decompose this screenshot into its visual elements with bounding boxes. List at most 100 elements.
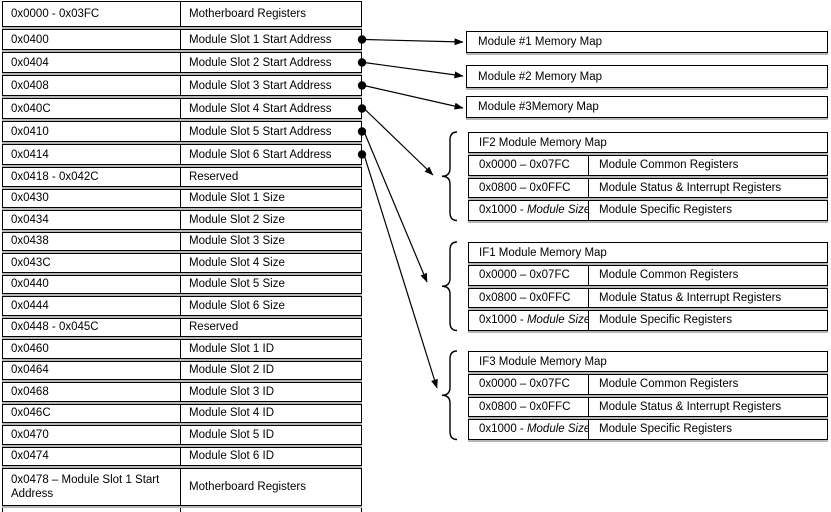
if-row-address: 0x0000 – 0x07FC: [469, 266, 589, 285]
register-row: 0x0464 Module Slot 2 ID: [2, 360, 362, 380]
module-memory-map-label: Module #2 Memory Map: [478, 70, 602, 83]
if-row-description: Module Specific Registers: [599, 204, 732, 217]
if-row-address: 0x1000 - Module Size: [469, 311, 589, 330]
if-row-address: 0x1000 - Module Size: [469, 420, 589, 439]
register-address: 0x0444: [3, 297, 181, 315]
if-row-description: Module Specific Registers: [599, 314, 732, 327]
if-row-description: Module Common Registers: [599, 378, 739, 391]
register-row: 0x0474 Module Slot 6 ID: [2, 446, 362, 466]
register-address: 0x0464: [3, 361, 181, 379]
module-memory-map-box: Module #2 Memory Map: [466, 65, 828, 88]
if-module-memory-map-table: IF2 Module Memory Map 0x0000 – 0x07FC Modu…: [468, 132, 828, 223]
register-description: Module Slot 3 Size: [189, 235, 285, 248]
register-row: 0x0444 Module Slot 6 Size: [2, 296, 362, 316]
address-italic-text: Module Size: [526, 423, 589, 436]
address-text: 0x0800 – 0x0FFC: [479, 400, 571, 413]
if-row-description: Module Specific Registers: [599, 423, 732, 436]
register-description: Module Slot 1 Start Address: [189, 33, 332, 46]
register-description: Module Slot 1 Size: [189, 192, 285, 205]
register-address: 0x0440: [3, 275, 181, 293]
module-memory-map-box: Module #1 Memory Map: [466, 31, 828, 53]
register-address: 0x0400: [3, 30, 181, 49]
register-row: 0x0000 - 0x03FC Motherboard Registers: [2, 1, 362, 27]
if-row-description: Module Common Registers: [599, 159, 739, 172]
register-address: 0x040C: [3, 99, 181, 118]
register-address: 0x0404: [3, 53, 181, 72]
register-description: Module Slot 6 ID: [189, 450, 275, 463]
if-row-address: 0x0800 – 0x0FFC: [469, 288, 589, 307]
address-text: 0x0800 – 0x0FFC: [479, 291, 571, 304]
register-description: Module Slot 2 Start Address: [189, 56, 332, 69]
register-description: Module Slot 6 Size: [189, 299, 285, 312]
table-bottom-cutoff-row: [2, 508, 362, 512]
register-address: 0x046C: [3, 404, 181, 422]
register-description: Reserved: [189, 321, 239, 334]
if-row-address: 0x0000 – 0x07FC: [469, 156, 589, 175]
register-row: 0x0440 Module Slot 5 Size: [2, 274, 362, 294]
register-description: Module Slot 1 ID: [189, 342, 275, 355]
register-description: Module Slot 4 Size: [189, 256, 285, 269]
address-text: 0x0800 – 0x0FFC: [479, 181, 571, 194]
connector-arrow: [363, 108, 434, 176]
if-table-row: 0x0000 – 0x07FC Module Common Registers: [468, 374, 828, 395]
register-row: 0x040C Module Slot 4 Start Address: [2, 98, 362, 119]
register-address: 0x0000 - 0x03FC: [3, 2, 181, 26]
register-address: 0x0418 - 0x042C: [3, 168, 181, 186]
motherboard-register-table: 0x0000 - 0x03FC Motherboard Registers 0x04…: [2, 1, 362, 512]
address-italic-text: Module Size: [526, 314, 589, 327]
register-row: 0x0470 Module Slot 5 ID: [2, 425, 362, 445]
address-text: 0x1000 -: [479, 423, 527, 436]
connector-arrow: [363, 84, 464, 110]
register-address: 0x0478 – Module Slot 1 Start Address: [3, 469, 181, 505]
register-row: 0x0460 Module Slot 1 ID: [2, 339, 362, 359]
curly-brace: [441, 350, 458, 441]
address-text: 0x0000 – 0x07FC: [479, 378, 570, 391]
register-description: Motherboard Registers: [189, 8, 306, 20]
register-row: 0x0410 Module Slot 5 Start Address: [2, 121, 362, 142]
register-row: 0x0400 Module Slot 1 Start Address: [2, 29, 362, 50]
if-table-row: 0x1000 - Module Size Module Specific Regi…: [468, 310, 828, 331]
register-address: 0x0438: [3, 232, 181, 250]
if-row-description: Module Status & Interrupt Registers: [599, 181, 782, 194]
register-description: Module Slot 2 ID: [189, 364, 275, 377]
register-description: Module Slot 5 Size: [189, 278, 285, 291]
register-row: 0x0404 Module Slot 2 Start Address: [2, 52, 362, 73]
module-memory-map-label: Module #1 Memory Map: [478, 36, 602, 48]
column-divider: [180, 508, 181, 512]
register-address: 0x0460: [3, 340, 181, 358]
register-address: 0x0468: [3, 383, 181, 401]
register-address: 0x0414: [3, 145, 181, 164]
register-description: Module Slot 5 Start Address: [189, 125, 332, 138]
register-address: 0x0474: [3, 447, 181, 465]
register-row: 0x0468 Module Slot 3 ID: [2, 382, 362, 402]
register-description: Module Slot 4 Start Address: [189, 102, 332, 115]
register-description: Module Slot 6 Start Address: [189, 148, 332, 161]
curly-brace: [441, 131, 458, 222]
register-address: 0x0434: [3, 211, 181, 229]
connector-arrow: [363, 61, 464, 79]
register-address: 0x0470: [3, 426, 181, 444]
register-address: 0x0410: [3, 122, 181, 141]
register-address: 0x0430: [3, 189, 181, 207]
if-table-row: 0x1000 - Module Size Module Specific Regi…: [468, 419, 828, 440]
module-memory-map-box: Module #3Memory Map: [466, 96, 828, 118]
register-description: Module Slot 3 ID: [189, 385, 275, 398]
register-description: Module Slot 5 ID: [189, 428, 275, 441]
address-italic-text: Module Size: [526, 204, 589, 217]
if-table-row: 0x0000 – 0x07FC Module Common Registers: [468, 155, 828, 176]
address-text: 0x1000 -: [479, 204, 527, 217]
if-table-title: IF2 Module Memory Map: [468, 132, 828, 153]
if-row-address: 0x0000 – 0x07FC: [469, 375, 589, 394]
